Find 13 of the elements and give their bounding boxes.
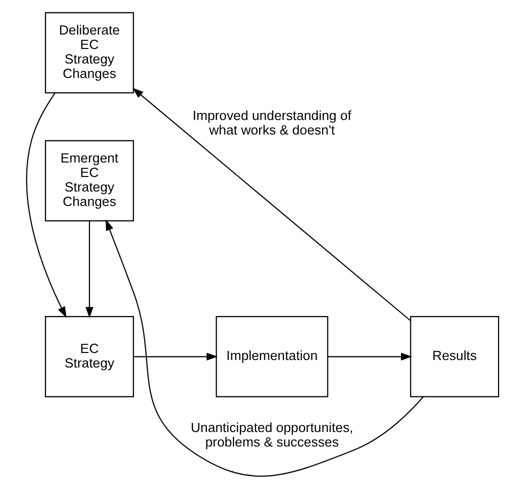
node-box: Emergent EC Strategy Changes: [44, 140, 134, 222]
node-box: Implementation: [216, 316, 328, 398]
arrow: [86, 221, 94, 318]
arrow: [106, 219, 424, 477]
arrow: [132, 88, 411, 322]
node-box: EC Strategy: [44, 316, 134, 398]
node-box: Results: [410, 316, 500, 398]
edge-label: Improved understanding of what works & doesn't: [192, 108, 352, 138]
arrow: [26, 92, 67, 318]
arrow: [134, 352, 218, 361]
node-box: Deliberate EC Strategy Changes: [44, 12, 134, 94]
arrow: [328, 352, 412, 361]
edge-label: Unanticipated opportunites, problems & successes: [190, 420, 354, 450]
